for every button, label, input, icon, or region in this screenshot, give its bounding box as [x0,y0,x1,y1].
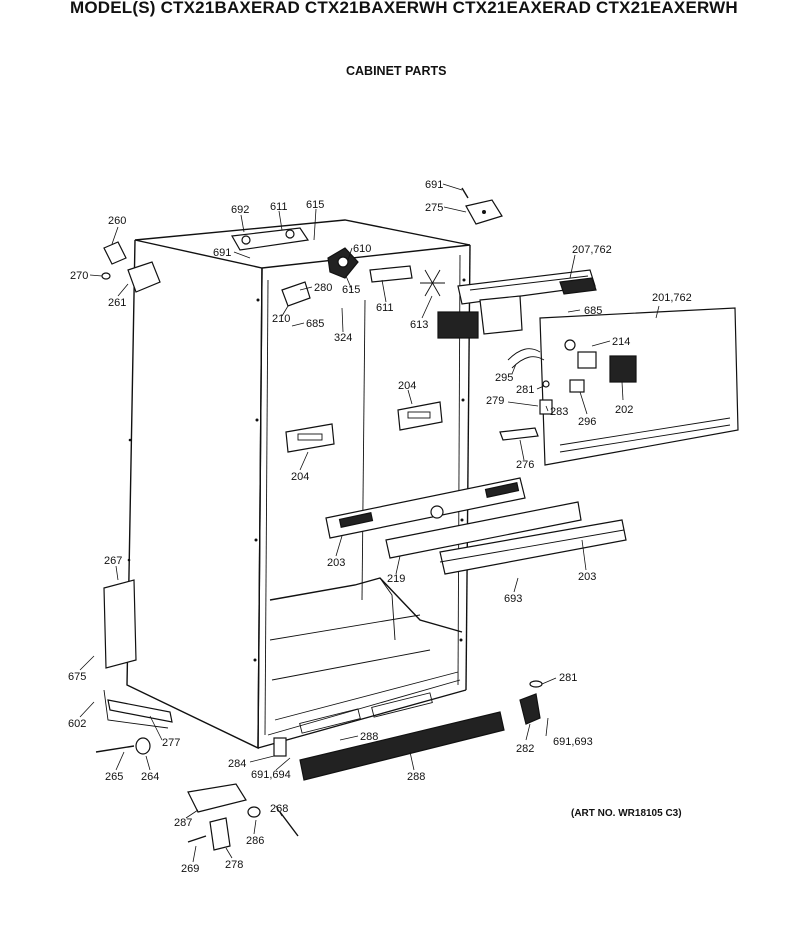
part-label: 691,694 [251,769,291,781]
part-label: 204 [291,471,309,483]
part-label: 269 [181,863,199,875]
fan-motor-assembly [369,265,479,339]
part-label: 615 [342,284,360,296]
part-label: 275 [425,202,443,214]
part-label: 280 [314,282,332,294]
part-label: 691 [213,247,231,259]
part-label: 602 [68,718,86,730]
part-label: 203 [327,557,345,569]
part-label: 207,762 [572,244,612,256]
grille-288 [299,711,505,781]
part-label: 324 [334,332,352,344]
model-title: MODEL(S) CTX21BAXERAD CTX21BAXERWH CTX21… [70,0,738,17]
bracket-204-right [397,401,443,431]
art-number: (ART NO. WR18105 C3) [571,808,682,819]
part-label: 265 [105,771,123,783]
part-label: 691 [425,179,443,191]
kick-plate-267 [103,579,137,669]
section-title: CABINET PARTS [346,64,447,78]
control-panel [539,307,739,466]
part-label: 295 [495,372,513,384]
part-label: 210 [272,313,290,325]
part-label: 692 [231,204,249,216]
part-label: 615 [306,199,324,211]
part-label: 282 [516,743,534,755]
part-label: 296 [578,416,596,428]
part-label: 277 [162,737,180,749]
leader-lines [79,183,660,863]
cold-control-housing [457,269,597,335]
roller-278 [187,806,299,851]
hinge-pin-top [101,241,161,293]
part-label: 288 [407,771,425,783]
cabinet-rivets [127,278,466,662]
part-label: 278 [225,859,243,871]
top-hinge-bracket [231,227,310,251]
part-label: 288 [360,731,378,743]
part-label: 276 [516,459,534,471]
part-labels: 691 275 692 611 615 260 691 610 207,762 … [68,179,692,875]
part-label: 283 [550,406,568,418]
part-label: 611 [376,302,394,314]
part-label: 281 [516,384,534,396]
part-label: 260 [108,215,126,227]
top-bracket-275 [461,187,503,225]
part-label: 611 [270,201,288,213]
roller-axle-265 [95,737,151,755]
part-label: 202 [615,404,633,416]
part-label: 279 [486,395,504,407]
part-label: 284 [228,758,246,770]
part-label: 270 [70,270,88,282]
part-label: 685 [584,305,602,317]
cabinet-body [126,219,471,750]
part-label: 268 [270,803,288,815]
part-label: 204 [398,380,416,392]
part-label: 264 [141,771,159,783]
part-label: 613 [410,319,428,331]
part-label: 286 [246,835,264,847]
divider-rail-203 [325,477,526,539]
part-label: 267 [104,555,122,567]
door-stop-282 [519,680,543,725]
part-label: 261 [108,297,126,309]
part-label: 691,693 [553,736,593,748]
part-label: 675 [68,671,86,683]
wiring-harness-295 [507,348,545,369]
part-label: 287 [174,817,192,829]
part-label: 201,762 [652,292,692,304]
mullion-219 [385,501,582,559]
part-label: 610 [353,243,371,255]
part-label: 203 [578,571,596,583]
part-label: 693 [504,593,522,605]
part-label: 685 [306,318,324,330]
rail-203-lower [439,519,627,575]
bracket-284 [273,737,287,757]
part-label: 281 [559,672,577,684]
damper-control [327,247,359,279]
part-label: 214 [612,336,630,348]
leveling-bracket-277 [103,689,173,729]
part-label: 219 [387,573,405,585]
bottom-hinge-287 [187,783,247,813]
bracket-204-left [285,423,335,453]
air-duct-tube [281,281,311,307]
